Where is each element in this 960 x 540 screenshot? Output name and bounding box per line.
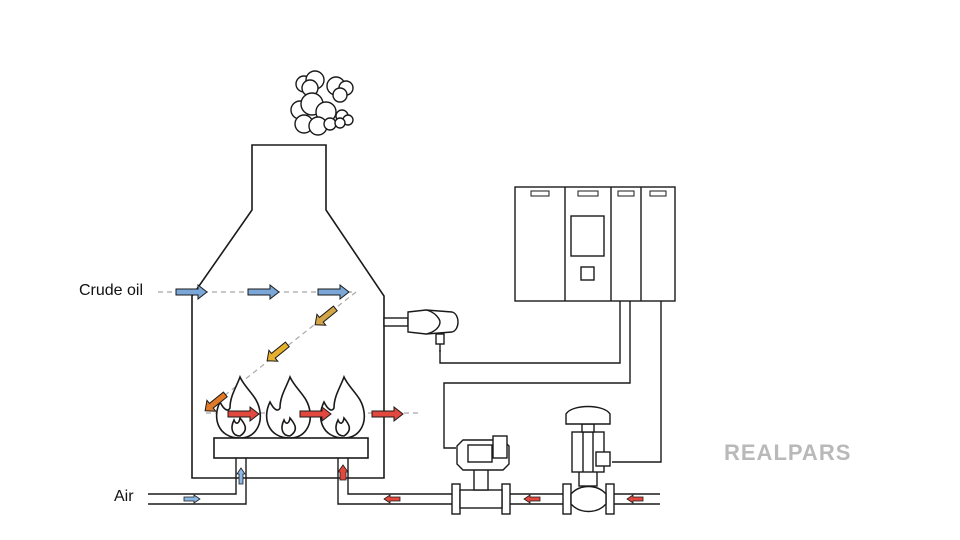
flow-arrow xyxy=(299,405,332,423)
hot-oil-arrows xyxy=(227,405,404,423)
air-line xyxy=(148,458,247,505)
flow-arrow xyxy=(266,341,290,362)
crude-oil-arrows xyxy=(175,283,350,301)
smoke-cloud-icon xyxy=(290,70,354,136)
flow-arrow xyxy=(204,391,228,412)
flow-meter-icon xyxy=(451,435,511,515)
flow-arrow xyxy=(227,405,260,423)
flow-arrow xyxy=(523,494,541,504)
signal-wires xyxy=(439,301,662,463)
air-label: Air xyxy=(114,488,134,505)
control-valve-icon xyxy=(562,405,615,515)
flow-arrow xyxy=(383,494,401,504)
flow-arrow xyxy=(626,494,644,504)
burner-block xyxy=(213,437,369,459)
flame-icon xyxy=(319,374,366,439)
air-arrows xyxy=(183,467,246,504)
flow-arrow xyxy=(314,305,338,326)
fuel-line xyxy=(337,458,660,505)
temperature-transmitter-icon xyxy=(383,309,459,352)
heating-oil-arrows xyxy=(204,305,338,412)
fuel-arrows xyxy=(337,464,644,504)
flow-arrow xyxy=(175,283,208,301)
flow-arrow xyxy=(371,405,404,423)
plc-icon xyxy=(514,186,676,302)
flow-arrow xyxy=(337,464,349,481)
flame-icon xyxy=(215,374,262,439)
flow-arrow xyxy=(247,283,280,301)
brand-logo: REALPARS xyxy=(724,440,852,465)
burner-flames xyxy=(215,374,366,439)
flow-arrow xyxy=(236,467,246,485)
flow-arrow xyxy=(317,283,350,301)
flow-arrow xyxy=(183,494,201,504)
crude-oil-label: Crude oil xyxy=(79,282,144,299)
flame-icon xyxy=(265,374,312,439)
